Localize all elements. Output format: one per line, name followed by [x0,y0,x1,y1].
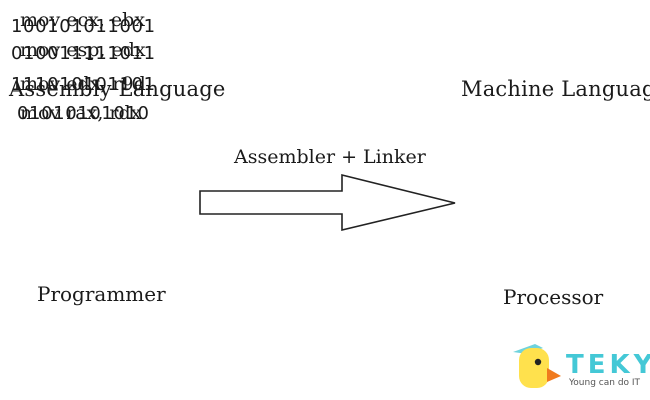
assembly-title: Assembly Language [9,77,226,101]
processor-caption: Processor [503,285,604,309]
assembly-line: mov rax, rdx [20,102,142,124]
bird-eye-icon [534,358,542,366]
machine-line: 100101011001 [11,16,156,37]
logo-brand: TEKY [566,350,650,380]
machine-line: 01010101010 [17,103,150,124]
programmer-caption: Programmer [37,282,166,306]
assembly-line: mov ecx, ebx [20,9,146,31]
assembly-line: mov edx, r9d [20,73,146,95]
machine-title: Machine Language [461,77,650,101]
machine-code-box: 100101011001 010011111011 111010101101 0… [0,16,173,271]
teky-logo [513,344,561,388]
assembly-line: mov esp, edx [20,39,146,61]
machine-line: 010011111011 [11,43,156,64]
machine-line: 111010101101 [11,74,156,95]
logo-tagline: Young can do IT [569,378,641,388]
assembly-code-box: mov ecx, ebx mov esp, edx mov edx, r9d m… [0,0,187,136]
bird-beak-icon [547,368,561,382]
arrow-shape [199,173,456,232]
arrow-label: Assembler + Linker [234,146,426,168]
bird-body-icon [519,348,549,388]
